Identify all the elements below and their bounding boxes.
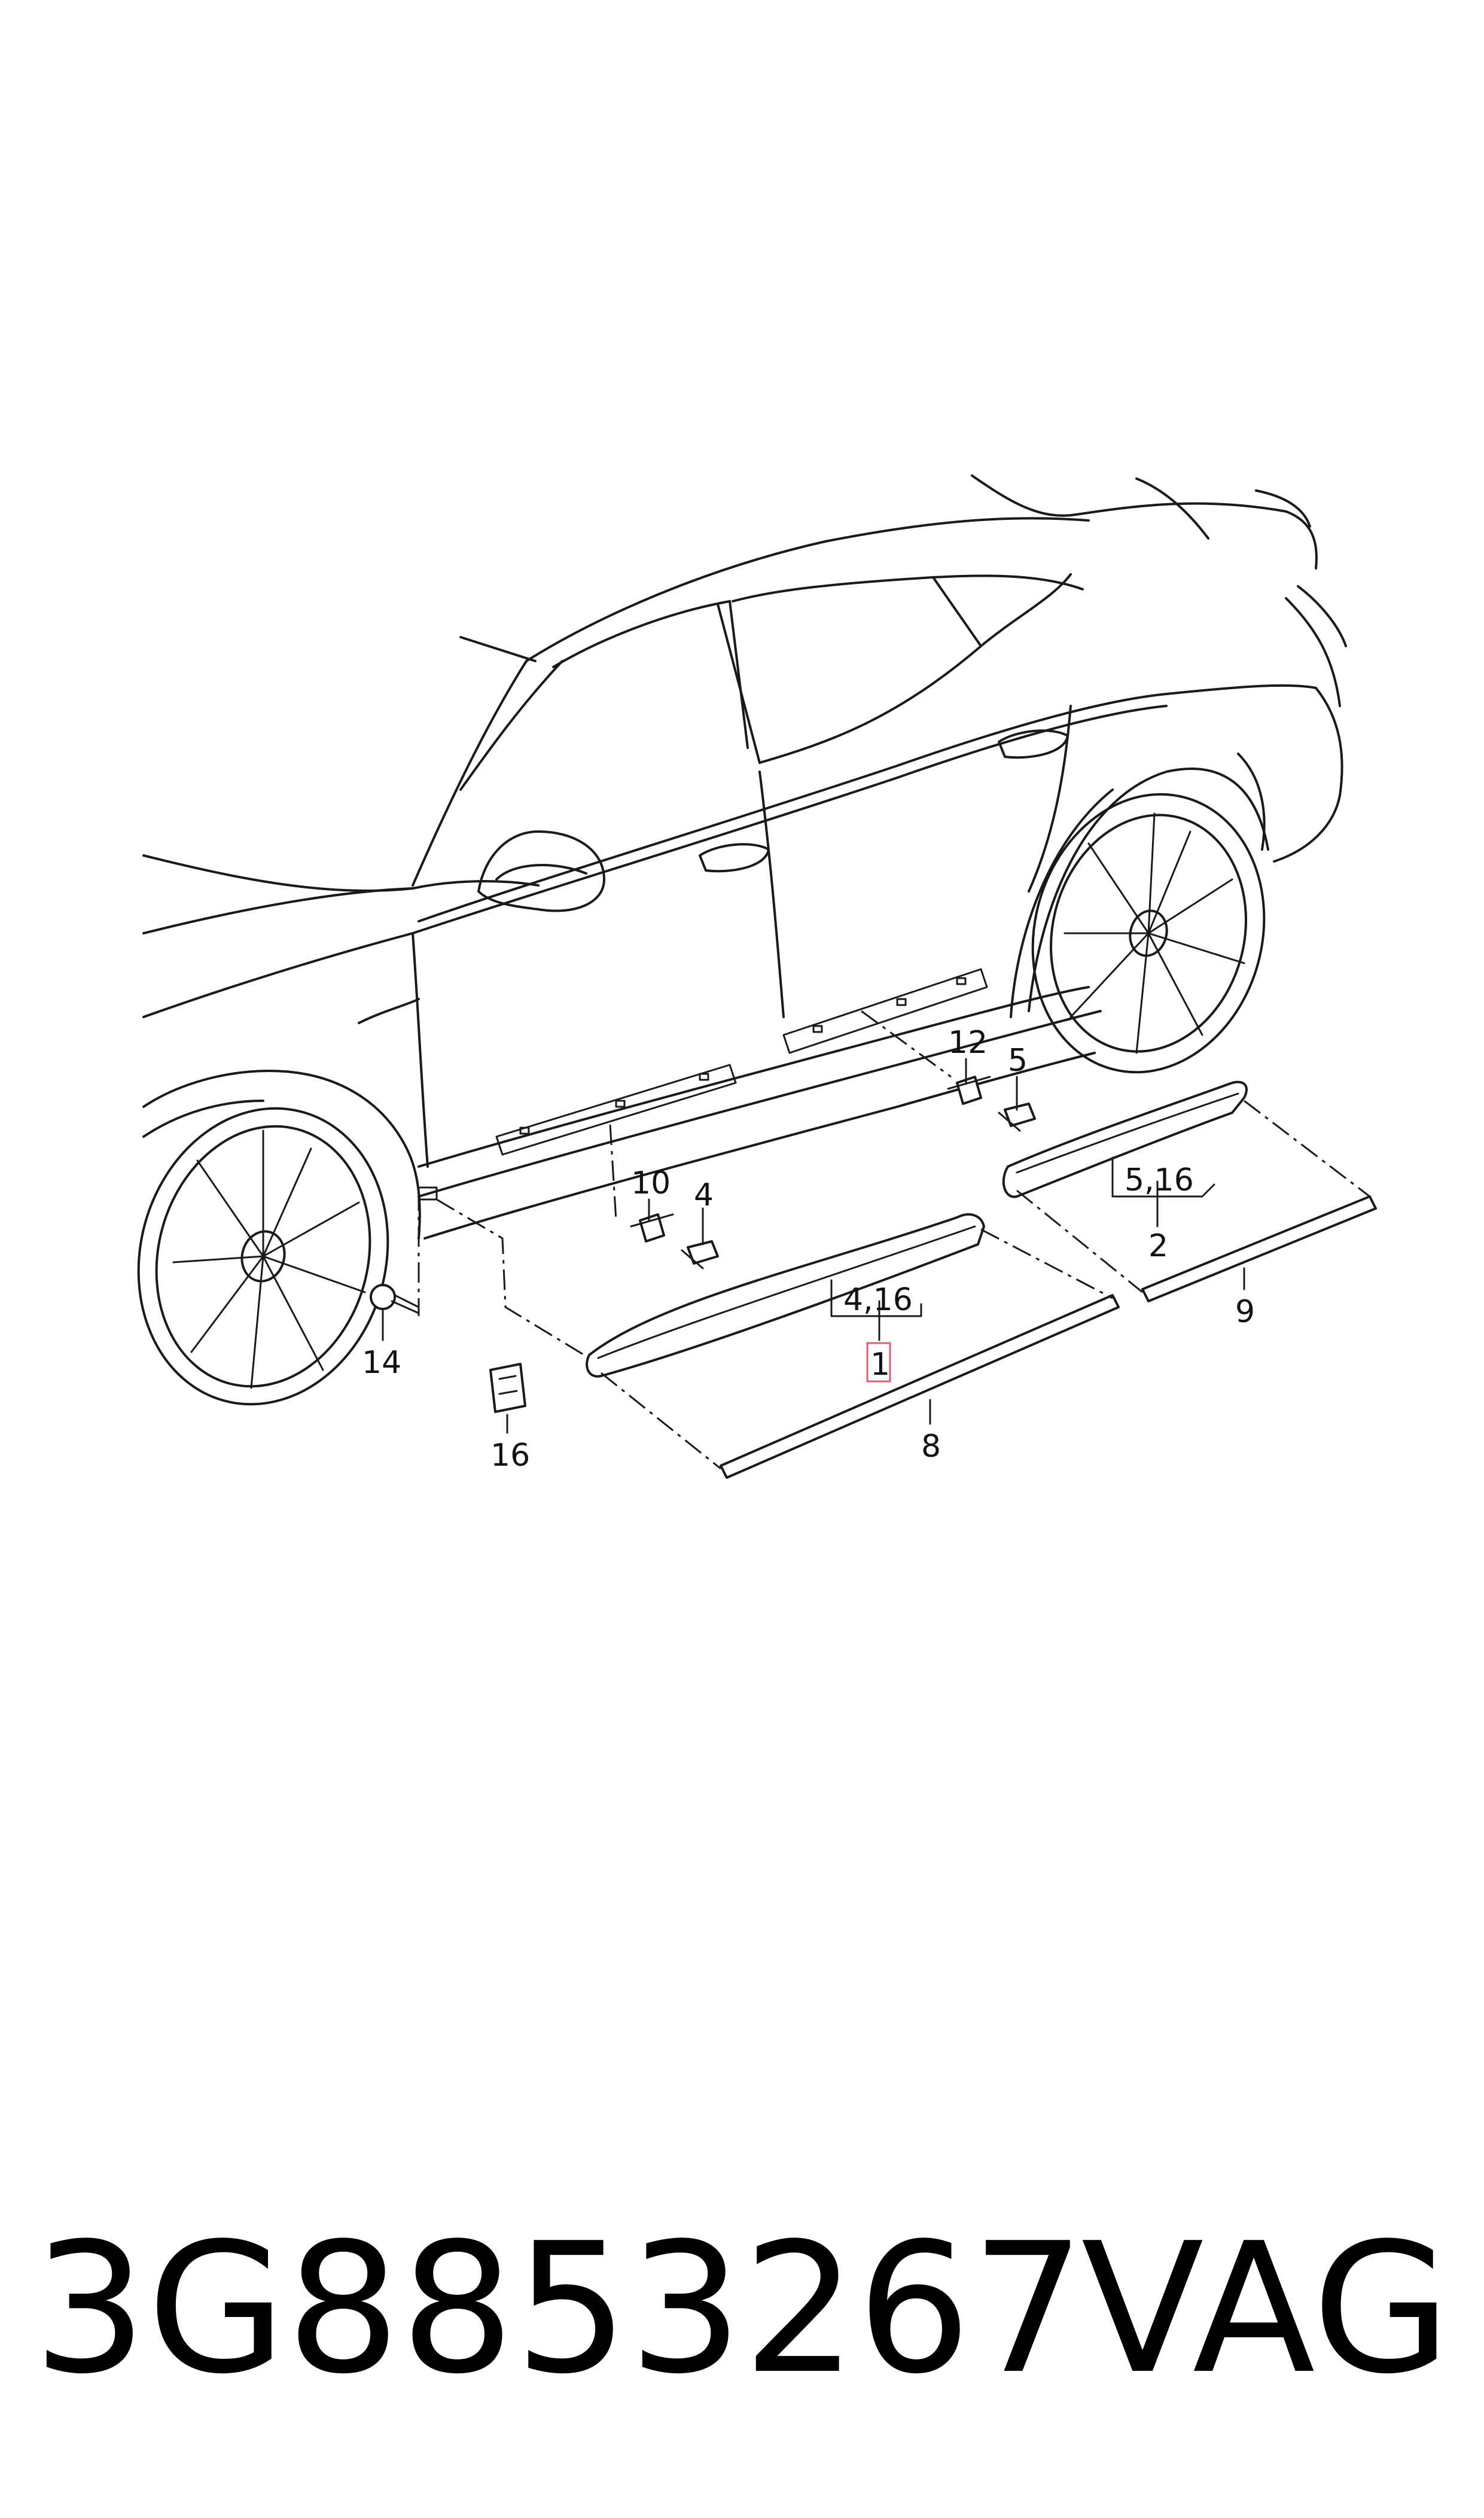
front-wheel	[137, 1107, 389, 1406]
callout-5: 5	[1008, 1043, 1028, 1079]
car-body-outline	[142, 474, 1347, 1240]
part-1-sill-trim	[586, 1213, 985, 1378]
callout-8: 8	[921, 1429, 941, 1464]
clip-5	[998, 1103, 1036, 1132]
brand-label: VAG	[1081, 2205, 1451, 2413]
clip-12	[947, 1076, 991, 1105]
callout-16: 16	[490, 1438, 530, 1473]
callout-1: 1	[870, 1347, 890, 1383]
callout-1-highlight	[866, 1342, 891, 1383]
clip-4	[681, 1240, 719, 1269]
callout-4-16: 4,16	[843, 1282, 913, 1318]
bracket-16	[489, 1363, 526, 1413]
callout-4: 4	[694, 1177, 714, 1213]
callout-2: 2	[1148, 1228, 1168, 1264]
part-number: 3G8853267	[33, 2205, 1086, 2413]
part-8-strip	[720, 1294, 1120, 1479]
part-9-strip	[1141, 1195, 1377, 1302]
mounting-rail	[418, 968, 988, 1201]
screw-14	[370, 1284, 420, 1314]
callout-12: 12	[948, 1025, 988, 1061]
callout-10: 10	[631, 1165, 671, 1201]
assembly-lines	[418, 1010, 1370, 1470]
clip-10	[630, 1213, 674, 1243]
callout-9: 9	[1235, 1294, 1255, 1330]
callout-5-16: 5,16	[1125, 1162, 1194, 1198]
leader-lines	[382, 1058, 1245, 1434]
callout-14: 14	[362, 1345, 401, 1381]
rear-wheel	[1031, 793, 1266, 1074]
